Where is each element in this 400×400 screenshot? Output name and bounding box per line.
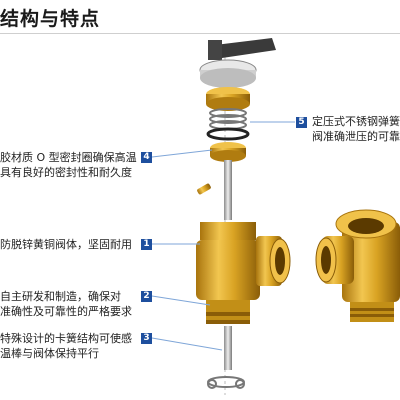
callout-4-line-2: 具有良好的密封性和耐久度: [0, 166, 132, 179]
valve-stem: [224, 160, 232, 220]
callout-1-badge: 1: [141, 239, 152, 250]
callout-5-badge: 5: [296, 117, 307, 128]
callout-2-line-1: 自主研发和制造，确保对: [0, 290, 121, 303]
callout-4-badge: 4: [141, 152, 152, 163]
page-title: 结构与特点: [0, 8, 101, 30]
probe-clip: [207, 376, 245, 389]
callout-3-line-1: 特殊设计的卡簧结构可使感: [0, 332, 132, 345]
title-divider: [0, 33, 400, 34]
valve-body: [196, 222, 291, 324]
callout-1-line-1: 防脱锌黄铜阀体，坚固耐用: [0, 238, 132, 251]
callout-5-text: 定压式不锈钢弹簧 阀准确泄压的可靠: [312, 114, 400, 144]
callout-4-line-1: 胶材质 O 型密封圈确保高温: [0, 151, 137, 164]
callout-2-text: 自主研发和制造，确保对 准确性及可靠性的严格要求: [0, 289, 132, 319]
callout-5-line-1: 定压式不锈钢弹簧: [312, 115, 400, 128]
temperature-probe: [224, 326, 232, 370]
callout-1-text: 防脱锌黄铜阀体，坚固耐用: [0, 237, 132, 252]
callout-leaders: [151, 121, 295, 351]
assembled-valve: [315, 209, 400, 322]
callout-4-text: 胶材质 O 型密封圈确保高温 具有良好的密封性和耐久度: [0, 150, 137, 180]
lever-handle: [208, 38, 276, 60]
callout-2-line-2: 准确性及可靠性的严格要求: [0, 305, 132, 318]
steel-spring: [209, 108, 247, 130]
callout-3-badge: 3: [141, 333, 152, 344]
brass-screw: [197, 183, 211, 195]
callout-3-text: 特殊设计的卡簧结构可使感 温棒与阀体保持平行: [0, 331, 132, 361]
callout-2-badge: 2: [141, 291, 152, 302]
o-ring: [206, 127, 250, 141]
callout-5-line-2: 阀准确泄压的可靠: [312, 130, 400, 143]
callout-3-line-2: 温棒与阀体保持平行: [0, 347, 99, 360]
